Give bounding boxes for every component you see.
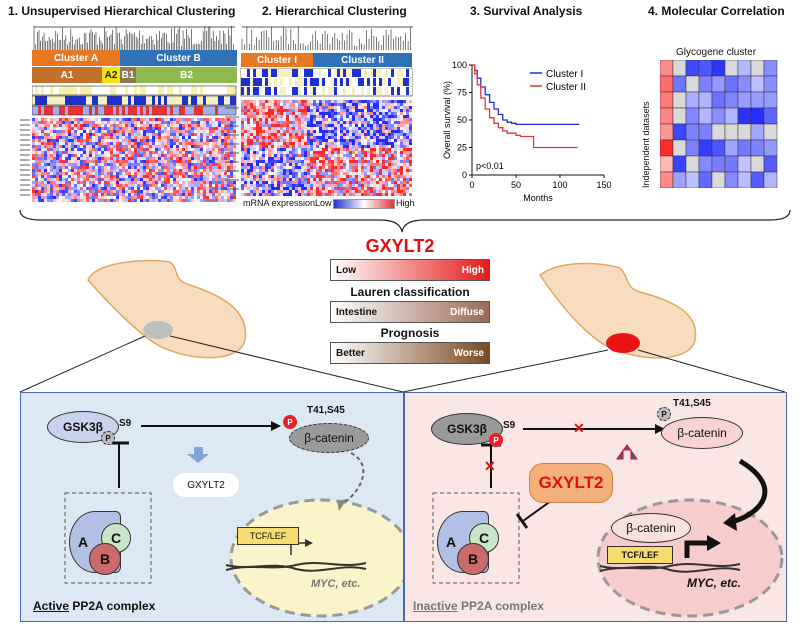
t41-label-right: T41,S45 [673, 398, 711, 409]
tcf-lef-left: TCF/LEF [237, 527, 299, 545]
scale-label: mRNA expression [243, 198, 316, 208]
prognosis-right: Worse [453, 347, 484, 359]
pp2a-b-subunit-right: B [457, 543, 489, 575]
inactive-caption-rest: PP2A complex [457, 599, 544, 613]
y-axis-label: Overall survival (%) [442, 81, 452, 159]
x-axis-label: Months [523, 193, 553, 203]
survival-chart: 0 25 50 75 100 0 50 100 150 Overall survival (%) M… [442, 60, 612, 203]
datasets-label: Independent datasets [641, 101, 651, 188]
panel2-title: 2. Hierarchical Clustering [262, 4, 407, 18]
pp2a-b-subunit-left: B [89, 543, 121, 575]
gxylt2-heading: GXYLT2 [365, 236, 435, 256]
y-tick-label: 25 [457, 143, 467, 153]
legend-label: Cluster II [546, 82, 586, 93]
b1-bar: B1 [120, 67, 136, 83]
cluster-a-bar: Cluster A [32, 50, 120, 66]
scale-high: High [396, 198, 415, 208]
prognosis-title: Prognosis [380, 326, 440, 340]
cluster-1-bar: Cluster I [241, 53, 313, 67]
gxylt2-low: Low [336, 264, 356, 276]
x-tick-label: 50 [511, 180, 521, 190]
y-tick-label: 100 [452, 60, 467, 70]
x-tick-label: 100 [552, 180, 567, 190]
panel4-title: 4. Molecular Correlation [648, 4, 785, 18]
gxylt2-gradient: Low High [330, 259, 490, 281]
panel1-dendrogram [33, 26, 235, 50]
b2-bar: B2 [136, 67, 237, 83]
p-s9-left: P [101, 431, 115, 445]
p-value: p<0.01 [476, 161, 504, 171]
x-tick-label: 150 [596, 180, 611, 190]
inactive-pathway-panel: ✕ ✕ GSK3β P S9 T41,S45 P β-catenin GXYLT… [404, 392, 787, 622]
bcatenin-right: β-catenin [661, 417, 743, 449]
t41-label-left: T41,S45 [307, 405, 345, 416]
panel1-title: 1. Unsupervised Hierarchical Clustering [8, 4, 236, 18]
active-pp2a-caption: Active PP2A complex [33, 599, 155, 613]
lauren-right: Diffuse [450, 306, 484, 318]
a2-bar: A2 [102, 67, 120, 83]
right-stomach-icon [538, 262, 697, 359]
summary-brace [19, 209, 791, 233]
expression-scale-bar [333, 199, 395, 209]
cluster-b-bar: Cluster B [120, 50, 237, 66]
myc-right: MYC, etc. [687, 576, 742, 590]
s9-label-left: S9 [119, 418, 132, 429]
survival-line [472, 64, 580, 126]
svg-text:✕: ✕ [573, 420, 585, 436]
panel2-dendrogram [241, 26, 413, 50]
glycogene-label: Glycogene cluster [676, 47, 757, 58]
bcatenin-nucleus: β-catenin [611, 513, 691, 543]
active-caption-rest: PP2A complex [69, 599, 156, 613]
cluster-2-bar: Cluster II [313, 53, 412, 67]
bcatenin-left: β-catenin [289, 423, 369, 453]
legend-label: Cluster I [546, 69, 583, 80]
right-tumor-icon [606, 333, 640, 353]
y-tick-label: 50 [457, 115, 467, 125]
p-s9-right: P [489, 433, 503, 447]
myc-left: MYC, etc. [311, 578, 361, 590]
panel2-heatmap [225, 68, 413, 196]
a1-bar: A1 [32, 67, 102, 83]
panel1-heatmap [20, 118, 236, 202]
left-tumor-icon [143, 321, 173, 339]
inactive-pp2a-caption: Inactive PP2A complex [413, 599, 544, 613]
gxylt2-high: High [461, 264, 484, 276]
x-tick-label: 0 [469, 180, 474, 190]
active-pathway-panel: GSK3β P S9 T41,S45 P β-catenin GXYLT2 TC… [20, 392, 404, 622]
y-tick-label: 0 [462, 170, 467, 180]
lauren-gradient: Intestine Diffuse [330, 301, 490, 323]
panel3-title: 3. Survival Analysis [470, 4, 583, 18]
left-stomach-icon [87, 259, 247, 359]
tcf-lef-right: TCF/LEF [607, 546, 673, 564]
prognosis-left: Better [336, 347, 365, 359]
correlation-heatmap [660, 60, 778, 188]
active-word: Active [33, 599, 70, 613]
survival-line [472, 64, 578, 149]
inactive-word: Inactive [413, 599, 458, 613]
scale-low: Low [315, 198, 332, 208]
panel1-annotation-tracks [32, 85, 237, 116]
s9-label-right: S9 [503, 420, 516, 431]
p-t41-right: P [657, 407, 671, 421]
stomach-illustrations [19, 259, 786, 393]
gxylt2-low-node: GXYLT2 [173, 473, 239, 497]
prognosis-gradient: Better Worse [330, 342, 490, 364]
svg-text:✕: ✕ [484, 458, 496, 474]
lauren-title: Lauren classification [350, 285, 470, 299]
lauren-left: Intestine [336, 306, 378, 318]
gxylt2-high-node: GXYLT2 [529, 463, 613, 503]
p-t41-left: P [283, 415, 297, 429]
y-tick-label: 75 [457, 88, 467, 98]
